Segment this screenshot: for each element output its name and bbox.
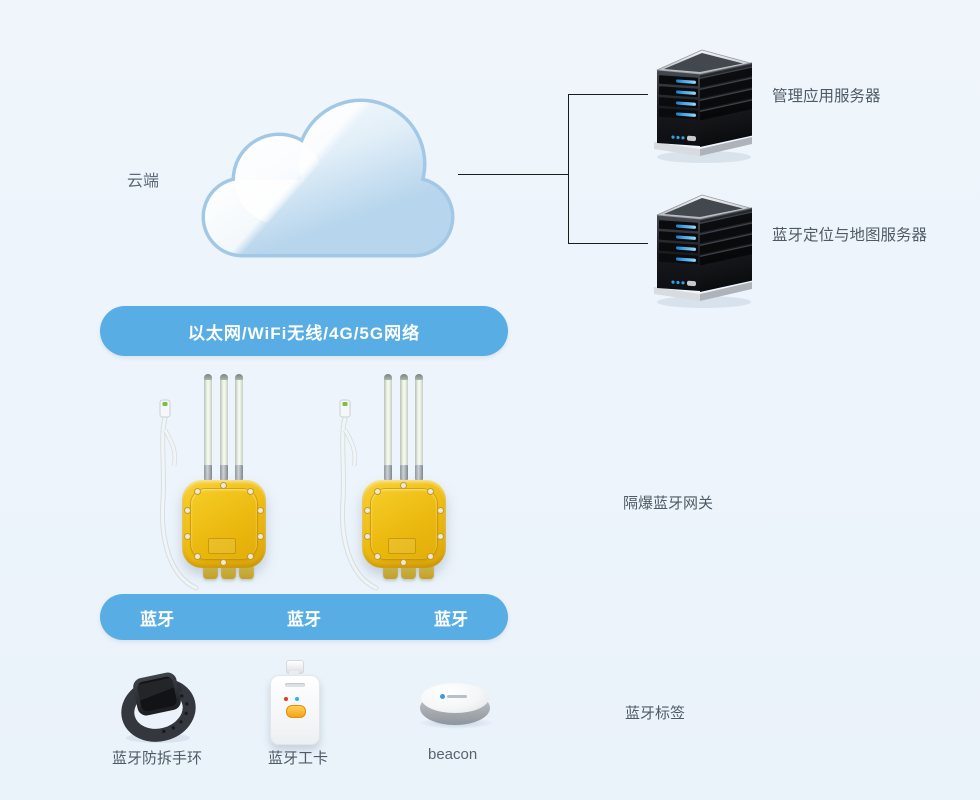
cable-gland-icon — [221, 565, 236, 579]
gateway-cable-icon — [339, 399, 379, 591]
gateway-cable-icon — [159, 399, 199, 591]
antenna-icon — [235, 374, 243, 480]
explosion-proof-gateway-icon — [330, 372, 460, 607]
badge-strap — [289, 671, 299, 677]
cable-gland-icon — [419, 565, 434, 579]
badge-slot — [285, 683, 305, 687]
cable-gland-icon — [383, 565, 398, 579]
cloud-icon — [201, 98, 455, 258]
gateway-body — [362, 480, 446, 568]
server-2-label: 蓝牙定位与地图服务器 — [772, 227, 928, 244]
cable-gland-icon — [203, 565, 218, 579]
badge-red-led — [284, 697, 288, 701]
bluetooth-banner-label-2: 蓝牙 — [287, 609, 321, 629]
badge-button — [286, 705, 306, 718]
cloud-label: 云端 — [127, 173, 160, 190]
connector-line-cloud — [458, 174, 568, 175]
gateway-body — [182, 480, 266, 568]
tag-section-label: 蓝牙标签 — [625, 705, 686, 722]
badge-card-icon — [270, 660, 320, 745]
gateway-nameplate — [388, 538, 416, 554]
bluetooth-banner: 蓝牙 蓝牙 蓝牙 — [100, 594, 508, 640]
gateway-bolt-caps — [183, 481, 188, 486]
connector-line-vertical — [568, 94, 569, 244]
gateway-bolt-caps — [363, 481, 368, 486]
network-banner-label: 以太网/WiFi无线/4G/5G网络 — [187, 323, 421, 343]
bluetooth-banner-label-3: 蓝牙 — [434, 609, 468, 629]
server-1-label: 管理应用服务器 — [772, 88, 881, 105]
antenna-icon — [220, 374, 228, 480]
beacon-label: beacon — [428, 746, 478, 763]
cable-gland-icon — [239, 565, 254, 579]
badge-label: 蓝牙工卡 — [268, 750, 329, 767]
cable-gland-icon — [401, 565, 416, 579]
explosion-proof-gateway-icon — [150, 372, 280, 607]
beacon-logo-icon — [440, 694, 467, 699]
antenna-icon — [384, 374, 392, 480]
connector-line-server-2 — [568, 243, 648, 244]
smartwatch-icon — [121, 672, 196, 743]
server-tower-icon — [654, 194, 752, 308]
antenna-icon — [415, 374, 423, 480]
gateway-cover-plate — [371, 489, 437, 559]
connector-line-server-1 — [568, 94, 648, 95]
gateway-section-label: 隔爆蓝牙网关 — [623, 495, 714, 512]
gateway-nameplate — [208, 538, 236, 554]
badge-body — [270, 675, 320, 745]
badge-blue-led — [295, 697, 299, 701]
beacon-disc-icon — [417, 683, 495, 729]
gateway-cover-plate — [191, 489, 257, 559]
bluetooth-banner-label-1: 蓝牙 — [140, 609, 174, 629]
network-banner: 以太网/WiFi无线/4G/5G网络 — [100, 306, 508, 356]
beacon-top — [421, 683, 489, 713]
server-tower-icon — [654, 49, 752, 163]
antenna-icon — [400, 374, 408, 480]
antenna-icon — [204, 374, 212, 480]
wristband-label: 蓝牙防拆手环 — [112, 750, 203, 767]
